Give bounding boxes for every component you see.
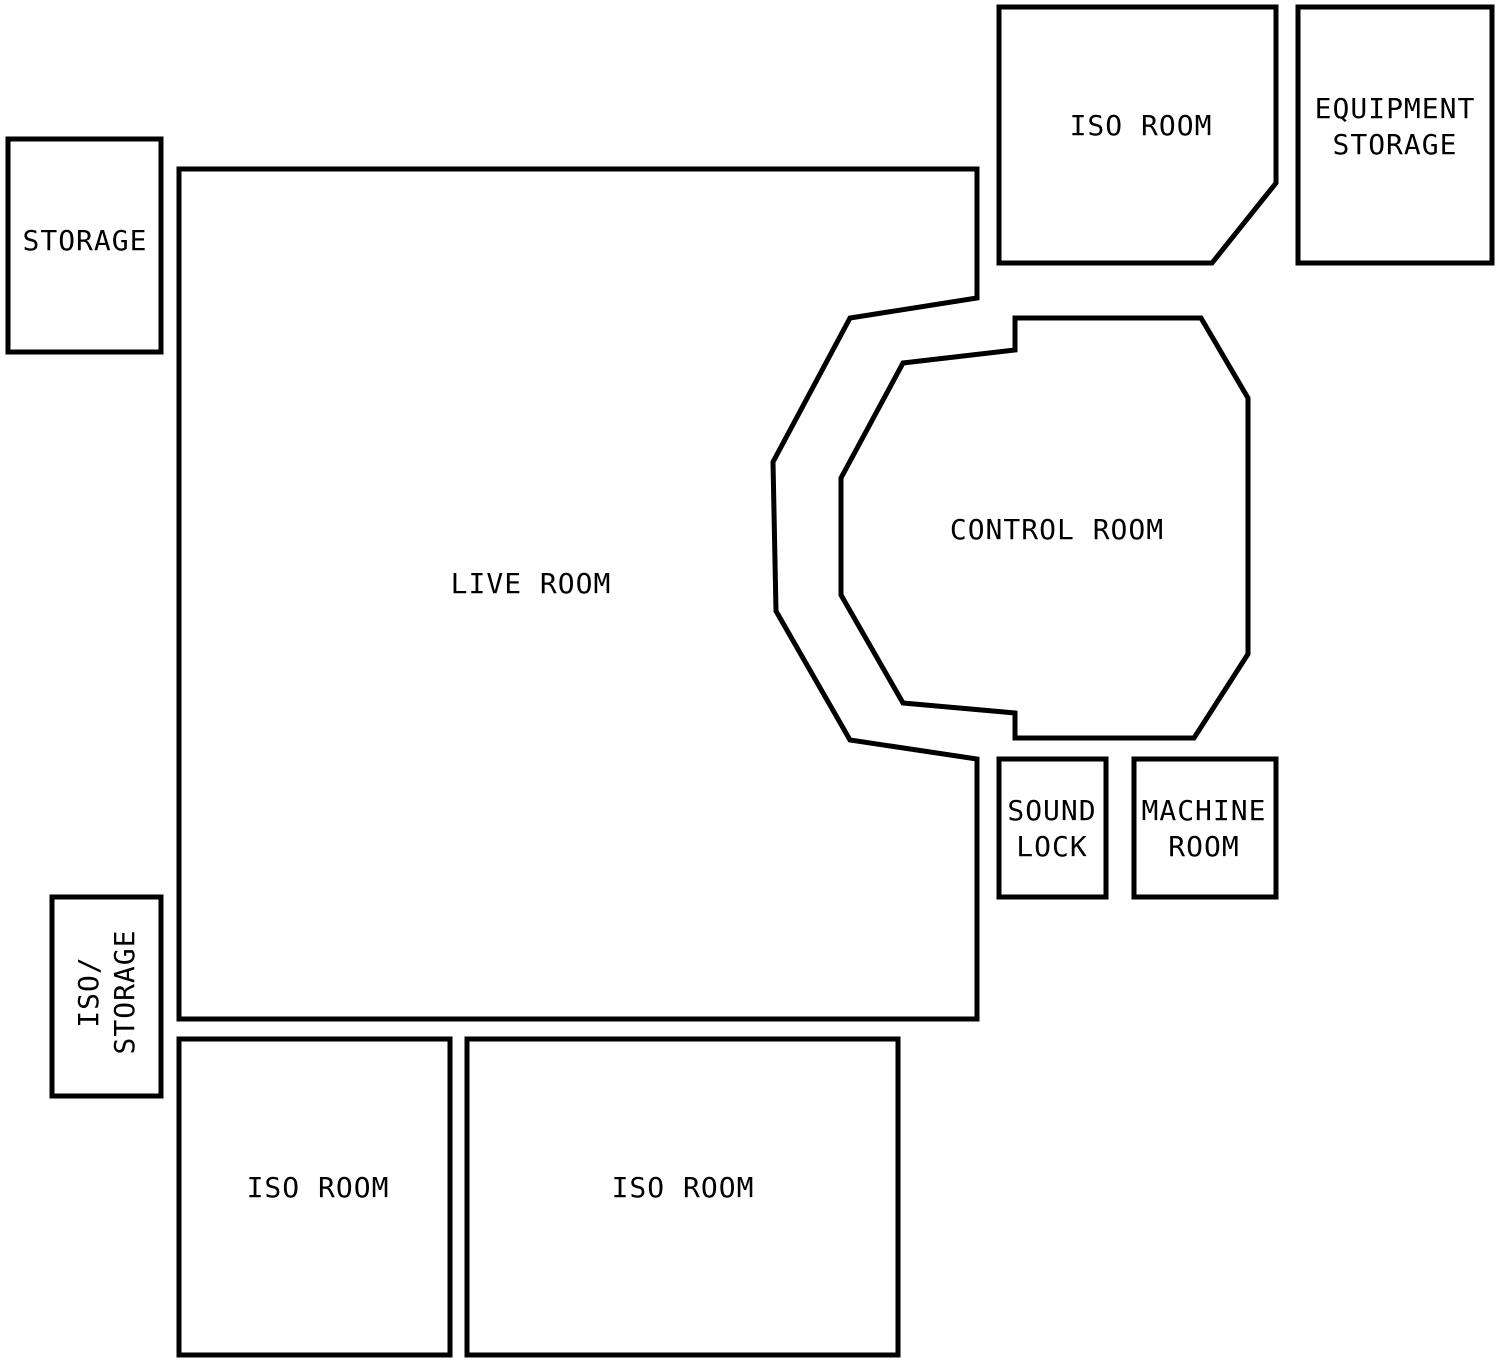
room-sound-lock-label-line2: LOCK: [1016, 830, 1087, 863]
room-live-room: LIVE ROOM: [176, 166, 980, 1022]
room-iso-storage-outline: [49, 894, 164, 1099]
room-iso-room-bottom-right-outline: [464, 1036, 901, 1358]
room-control-room-label: CONTROL ROOM: [950, 513, 1164, 546]
room-equipment-storage-outline: [1295, 4, 1495, 266]
room-iso-room-bottom-left: ISO ROOM: [176, 1036, 453, 1358]
room-iso-room-top-label: ISO ROOM: [1070, 109, 1213, 142]
room-iso-room-bottom-right-label: ISO ROOM: [612, 1171, 755, 1204]
room-equipment-storage-label-line1: EQUIPMENT: [1315, 92, 1476, 125]
room-machine-room-label-line1: MACHINE: [1141, 794, 1266, 827]
room-equipment-storage-label-line2: STORAGE: [1332, 128, 1457, 161]
room-iso-room-bottom-left-outline: [176, 1036, 453, 1358]
room-equipment-storage: EQUIPMENT STORAGE: [1295, 4, 1495, 266]
room-machine-room: MACHINE ROOM: [1131, 756, 1279, 900]
room-iso-room-top-outline: [996, 4, 1279, 266]
room-live-room-label: LIVE ROOM: [451, 567, 612, 600]
room-storage: STORAGE: [5, 136, 164, 355]
room-sound-lock-label-line1: SOUND: [1007, 794, 1096, 827]
room-live-room-outline: [176, 166, 980, 1022]
room-sound-lock-outline: [996, 756, 1109, 900]
room-control-room: CONTROL ROOM: [838, 315, 1251, 741]
room-iso-storage: ISO/ STORAGE: [49, 894, 164, 1099]
room-machine-room-outline: [1131, 756, 1279, 900]
room-storage-outline: [5, 136, 164, 355]
room-control-room-outline: [838, 315, 1251, 741]
room-iso-storage-label-line2: STORAGE: [108, 929, 141, 1054]
room-iso-room-top: ISO ROOM: [996, 4, 1279, 266]
room-storage-label: STORAGE: [22, 224, 147, 257]
room-iso-room-bottom-right: ISO ROOM: [464, 1036, 901, 1358]
room-machine-room-label-line2: ROOM: [1168, 830, 1239, 863]
room-sound-lock: SOUND LOCK: [996, 756, 1109, 900]
room-iso-storage-label-line1: ISO/: [72, 956, 105, 1027]
room-iso-room-bottom-left-label: ISO ROOM: [247, 1171, 390, 1204]
